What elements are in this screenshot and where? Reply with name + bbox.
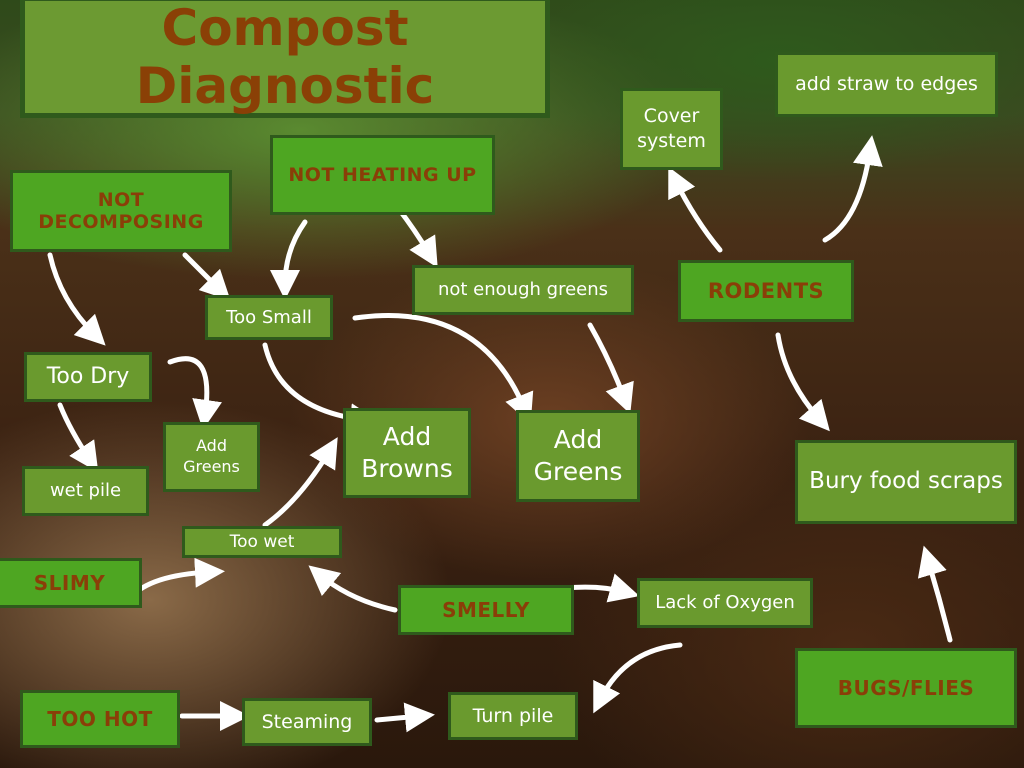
cause-too-small: Too Small — [205, 295, 333, 340]
arrow — [395, 205, 438, 268]
arrow — [262, 437, 338, 528]
problem-slimy: SLIMY — [0, 558, 142, 608]
arrow — [593, 642, 683, 714]
page-title: Compost Diagnostic — [20, 0, 550, 118]
problem-rodents: RODENTS — [678, 260, 854, 322]
cause-not-enough-greens: not enough greens — [412, 265, 634, 315]
cause-wet-pile: wet pile — [22, 466, 149, 516]
cause-steaming: Steaming — [242, 698, 372, 746]
arrow — [57, 402, 99, 473]
arrow — [775, 332, 830, 432]
problem-bugs-flies: BUGS/FLIES — [795, 648, 1017, 728]
solution-add-browns: Add Browns — [343, 408, 471, 498]
arrow — [352, 313, 534, 424]
arrow — [167, 356, 222, 430]
arrow — [308, 565, 398, 613]
arrow — [917, 545, 953, 643]
arrow — [47, 252, 106, 346]
arrow — [127, 557, 225, 601]
arrow — [562, 573, 640, 603]
arrow — [374, 702, 435, 733]
problem-not-decomposing: NOT DECOMPOSING — [10, 170, 232, 252]
solution-add-straw: add straw to edges — [775, 52, 998, 117]
solution-cover-system: Cover system — [620, 88, 723, 170]
arrow — [668, 166, 723, 253]
cause-too-wet: Too wet — [182, 526, 342, 558]
solution-add-greens-small: Add Greens — [163, 422, 260, 492]
solution-bury-food-scraps: Bury food scraps — [795, 440, 1017, 524]
problem-too-hot: TOO HOT — [20, 690, 180, 748]
arrow — [587, 322, 634, 415]
problem-smelly: SMELLY — [398, 585, 574, 635]
cause-lack-of-oxygen: Lack of Oxygen — [637, 578, 813, 628]
solution-turn-pile: Turn pile — [448, 692, 578, 740]
arrow — [822, 135, 883, 243]
cause-too-dry: Too Dry — [24, 352, 152, 402]
arrow — [270, 219, 308, 300]
arrow — [182, 252, 231, 301]
problem-not-heating-up: NOT HEATING UP — [270, 135, 495, 215]
solution-add-greens: Add Greens — [516, 410, 640, 502]
